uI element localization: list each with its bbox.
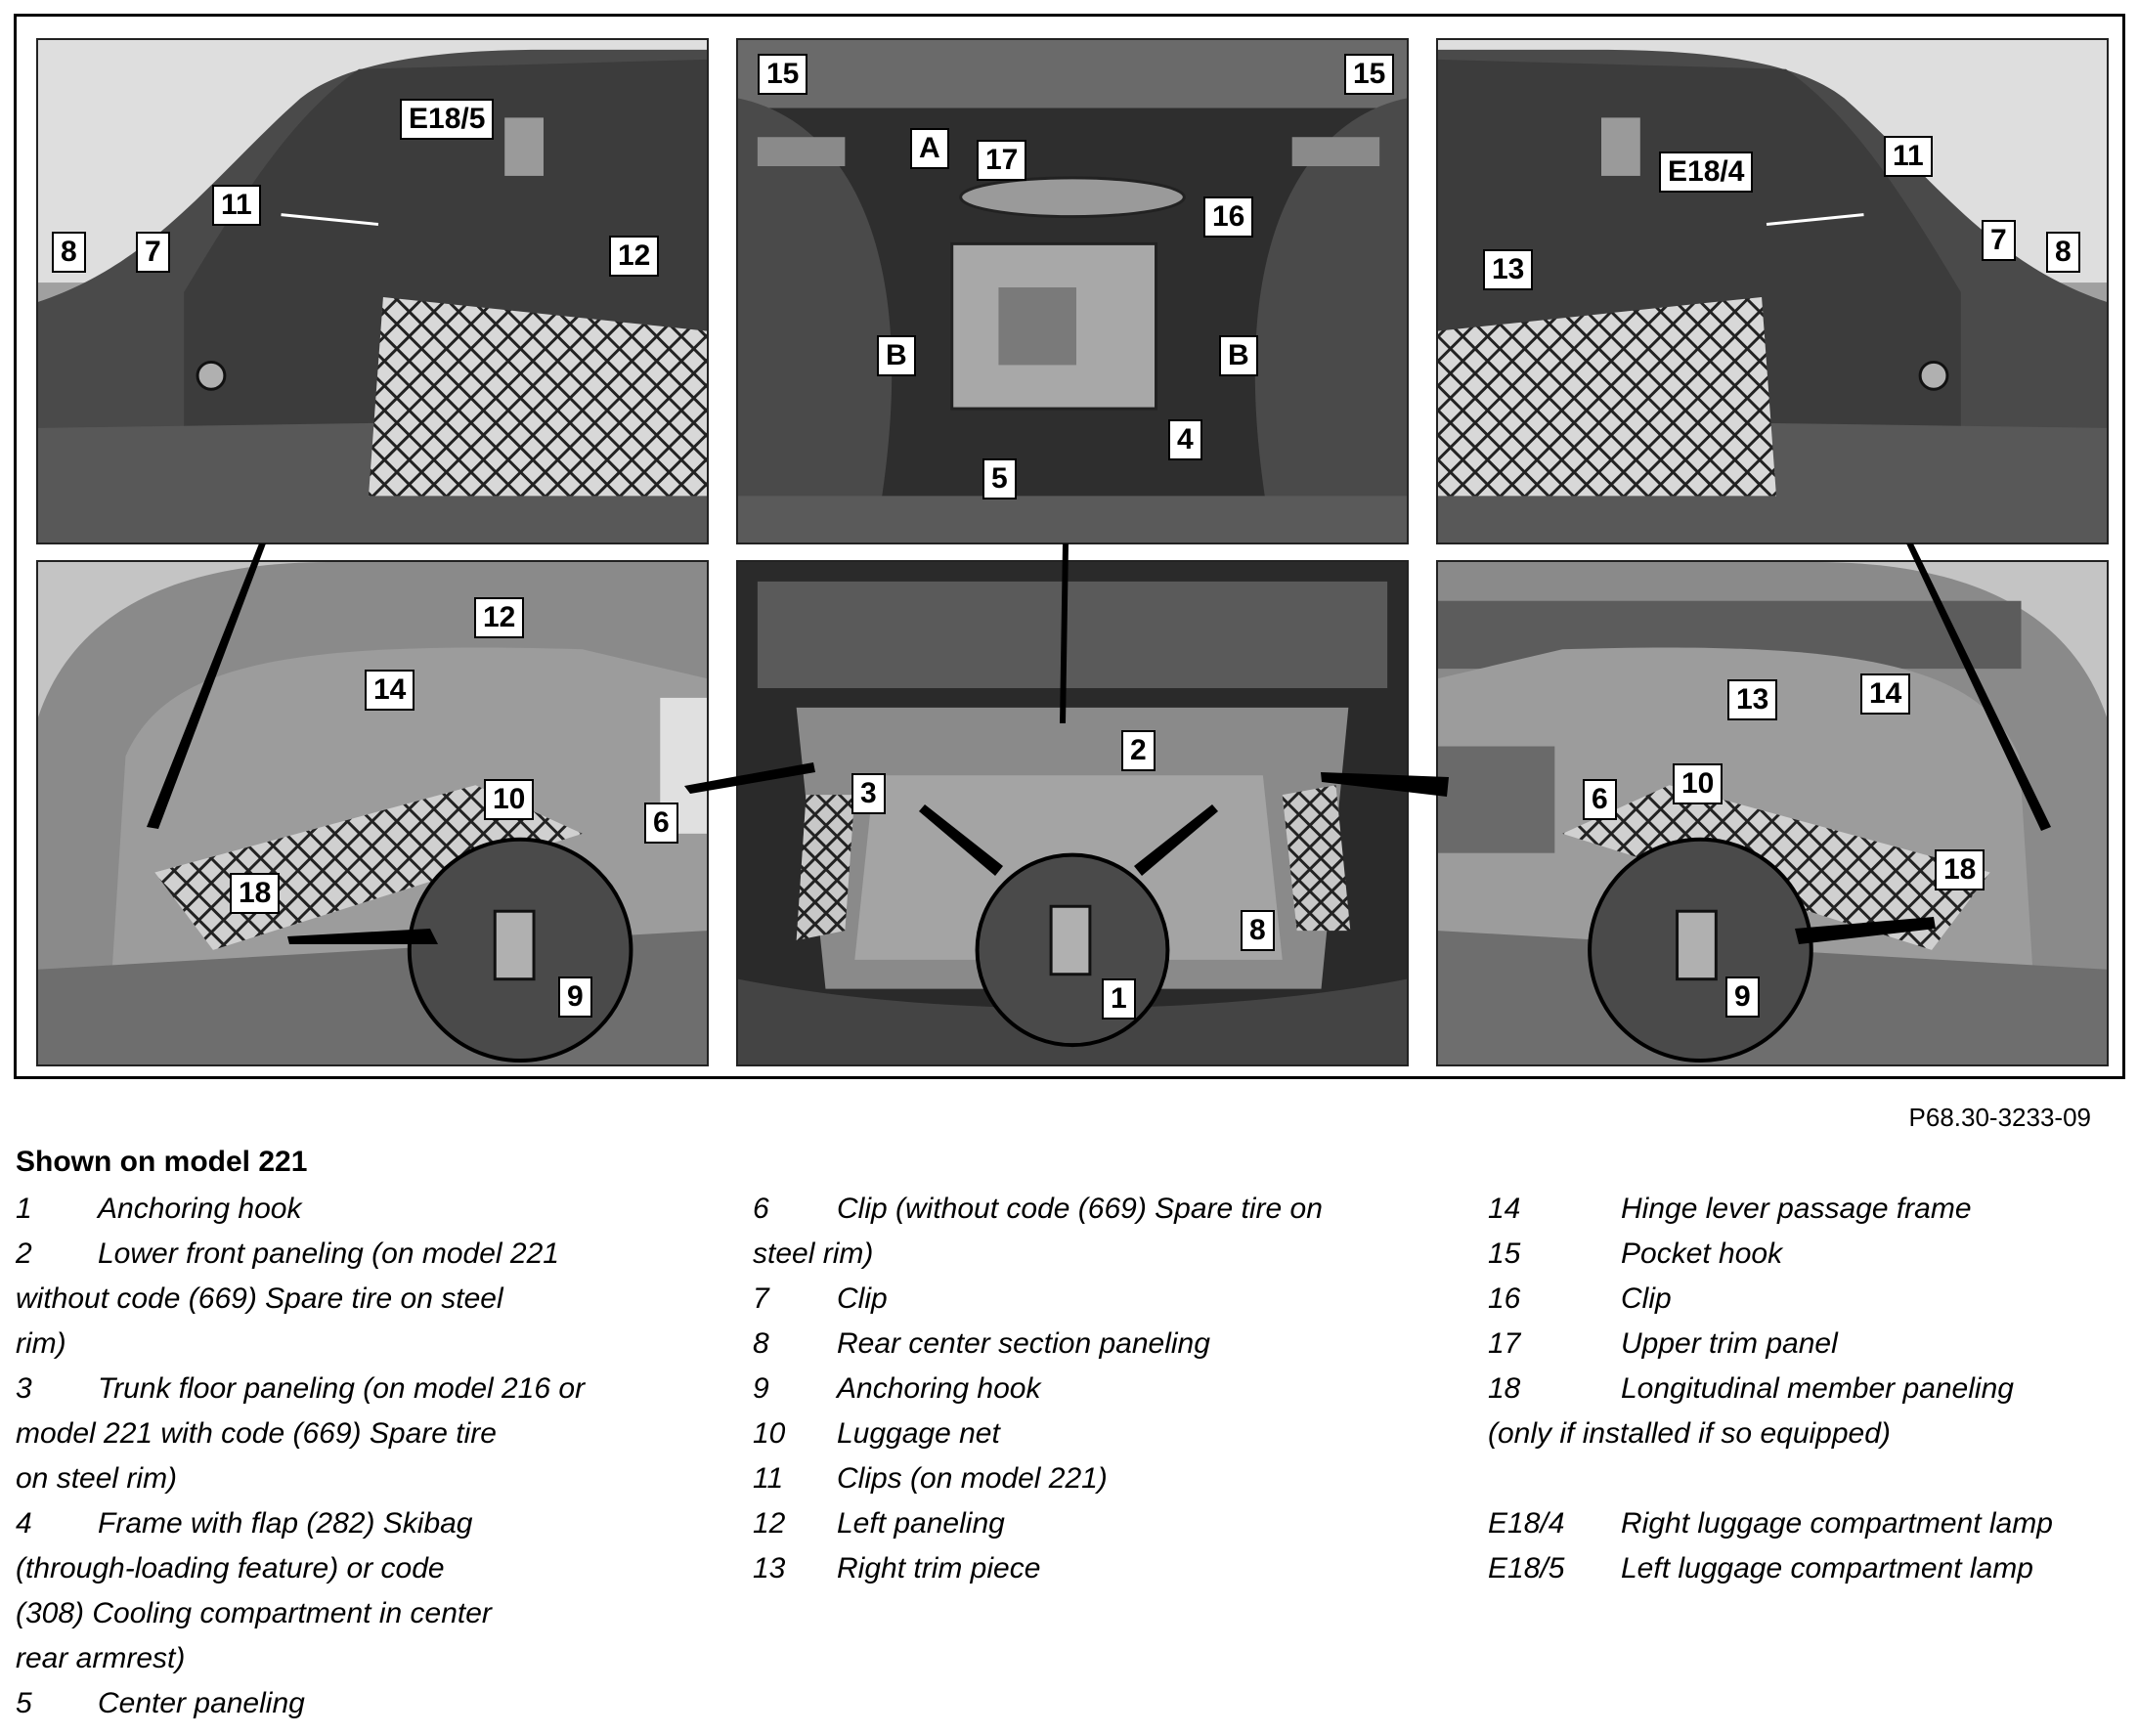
legend-entry-continuation: rear armrest) (16, 1642, 186, 1674)
panel-trunk-overview: 2 3 8 1 (736, 560, 1409, 1066)
callout-3: 3 (851, 773, 886, 814)
callout-18: 18 (230, 873, 281, 914)
legend-entry-continuation: without code (669) Spare tire on steel (16, 1282, 503, 1315)
callout-6: 6 (1583, 779, 1617, 820)
panel-left-trunk-area: 12 14 10 6 18 9 (36, 560, 709, 1066)
callout-14: 14 (1860, 673, 1911, 715)
callout-4: 4 (1168, 419, 1202, 460)
callout-7: 7 (136, 232, 170, 273)
photo-left-trunk-area (38, 562, 707, 1064)
callout-10: 10 (1673, 763, 1723, 804)
callout-1: 1 (1102, 978, 1136, 1020)
callout-7: 7 (1982, 220, 2016, 261)
figure-id: P68.30-3233-09 (1908, 1103, 2091, 1132)
callout-18: 18 (1935, 849, 1985, 890)
legend-entry-continuation: steel rim) (753, 1237, 874, 1270)
callout-11: 11 (1884, 136, 1933, 177)
callout-12: 12 (609, 236, 660, 277)
legend-entry-continuation: (through-loading feature) or code (16, 1552, 445, 1584)
photo-trunk-rear-wall (738, 40, 1407, 542)
photo-trunk-overview (738, 562, 1407, 1064)
photo-right-side-detail (1438, 40, 2107, 542)
callout-10: 10 (484, 779, 535, 820)
photo-right-trunk-area (1438, 562, 2107, 1064)
callout-8: 8 (52, 232, 86, 273)
callout-b-left: B (877, 335, 916, 376)
panel-right-trunk-area: 13 14 6 10 18 9 (1436, 560, 2109, 1066)
photo-left-side-detail (38, 40, 707, 542)
legend-entry-continuation: rim) (16, 1327, 66, 1360)
callout-12: 12 (474, 597, 525, 638)
panel-left-side-detail: E18/5 11 8 7 12 (36, 38, 709, 544)
legend-entry-continuation: on steel rim) (16, 1462, 178, 1495)
callout-11: 11 (212, 185, 261, 226)
callout-2: 2 (1121, 730, 1156, 771)
caption-title: Shown on model 221 (16, 1146, 308, 1178)
legend-entry-continuation: model 221 with code (669) Spare tire (16, 1417, 497, 1450)
legend-entry-continuation: (only if installed if so equipped) (1488, 1417, 1891, 1450)
callout-17: 17 (977, 140, 1027, 181)
callout-13: 13 (1483, 249, 1534, 290)
callout-13: 13 (1727, 679, 1778, 720)
callout-9: 9 (558, 976, 592, 1018)
legend-entry-continuation: (308) Cooling compartment in center (16, 1597, 492, 1629)
callout-14: 14 (365, 670, 415, 711)
callout-16: 16 (1203, 196, 1254, 238)
legend-spacer (1488, 1456, 2114, 1501)
panel-right-side-detail: E18/4 11 13 7 8 (1436, 38, 2109, 544)
callout-8: 8 (2046, 232, 2080, 273)
figure-frame: E18/5 11 8 7 12 15 15 A 17 16 B B 4 5 (14, 14, 2125, 1079)
callout-15-left: 15 (758, 54, 808, 95)
callout-5: 5 (982, 458, 1017, 499)
callout-e18-4: E18/4 (1659, 152, 1754, 193)
callout-a: A (910, 128, 949, 169)
callout-b-right: B (1219, 335, 1258, 376)
callout-9: 9 (1725, 976, 1760, 1018)
callout-6: 6 (644, 803, 678, 844)
callout-15-right: 15 (1344, 54, 1395, 95)
callout-8: 8 (1241, 910, 1275, 951)
callout-e18-5: E18/5 (400, 99, 495, 140)
panel-trunk-rear-wall: 15 15 A 17 16 B B 4 5 (736, 38, 1409, 544)
